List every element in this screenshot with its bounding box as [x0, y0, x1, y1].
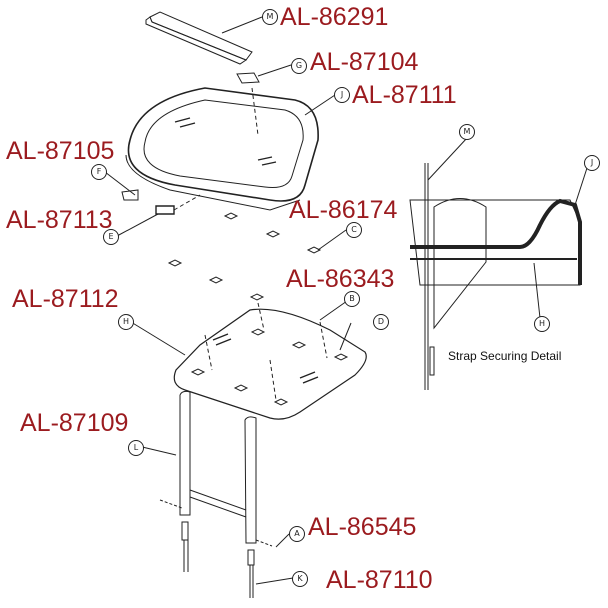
part-label-b: AL-86343	[286, 265, 395, 293]
velcro-squares	[167, 212, 322, 301]
detail-callout-j: J	[584, 155, 600, 171]
callout-d: D	[373, 314, 389, 330]
callout-h: H	[118, 314, 134, 330]
callout-f: F	[91, 164, 107, 180]
part-label-j: AL-87111	[352, 81, 457, 109]
clip-part	[121, 189, 139, 201]
detail-caption: Strap Securing Detail	[448, 349, 562, 363]
part-label-m: AL-86291	[280, 3, 389, 31]
callout-m: M	[262, 9, 278, 25]
leader-lines	[104, 16, 588, 585]
part-label-k: AL-87110	[326, 566, 433, 594]
callout-c: C	[346, 222, 362, 238]
buckle-part	[155, 205, 175, 215]
leg-frame-part	[159, 390, 273, 598]
detail-callout-m: M	[459, 124, 475, 140]
strap-part	[145, 11, 253, 65]
detail-callout-h: H	[534, 316, 550, 332]
seat-pan-part	[173, 302, 367, 420]
part-label-f: AL-87105	[6, 137, 115, 165]
strap-detail-drawing	[409, 163, 582, 390]
part-label-g: AL-87104	[310, 48, 419, 76]
pad-part	[236, 72, 260, 84]
callout-b: B	[344, 291, 360, 307]
part-label-h: AL-87112	[12, 285, 119, 313]
callout-a: A	[289, 526, 305, 542]
part-label-a: AL-86545	[308, 513, 417, 541]
callout-k: K	[292, 571, 308, 587]
callout-e: E	[103, 229, 119, 245]
seat-frame-part	[125, 87, 319, 211]
callout-j: J	[334, 87, 350, 103]
part-label-c: AL-86174	[289, 196, 398, 224]
callout-g: G	[291, 58, 307, 74]
part-label-e: AL-87113	[6, 206, 113, 234]
part-label-l: AL-87109	[20, 409, 129, 437]
callout-l: L	[128, 440, 144, 456]
